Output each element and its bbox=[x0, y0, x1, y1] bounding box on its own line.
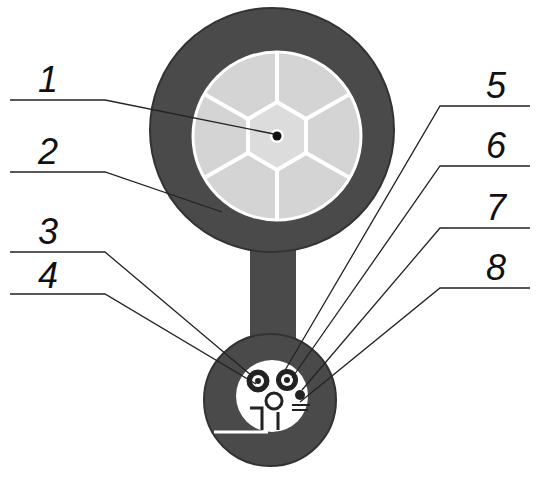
callout-number: 8 bbox=[486, 250, 506, 286]
callout-number: 4 bbox=[38, 258, 58, 294]
centre-strand bbox=[248, 102, 306, 170]
callout-number: 3 bbox=[38, 214, 58, 250]
conductor bbox=[193, 52, 361, 220]
lower-sheath bbox=[204, 334, 336, 466]
strand-separators bbox=[204, 52, 350, 220]
core-wire bbox=[273, 132, 282, 141]
main-sheath bbox=[150, 8, 394, 252]
callout-number: 1 bbox=[38, 62, 58, 98]
callout-number: 6 bbox=[486, 128, 506, 164]
core-ring bbox=[270, 129, 284, 143]
callout-number: 2 bbox=[38, 134, 58, 170]
sheath-web bbox=[250, 240, 296, 340]
signal-elements bbox=[214, 369, 310, 432]
leader-lines bbox=[10, 100, 530, 402]
callout-number: 5 bbox=[486, 68, 506, 104]
callout-number: 7 bbox=[486, 190, 506, 226]
